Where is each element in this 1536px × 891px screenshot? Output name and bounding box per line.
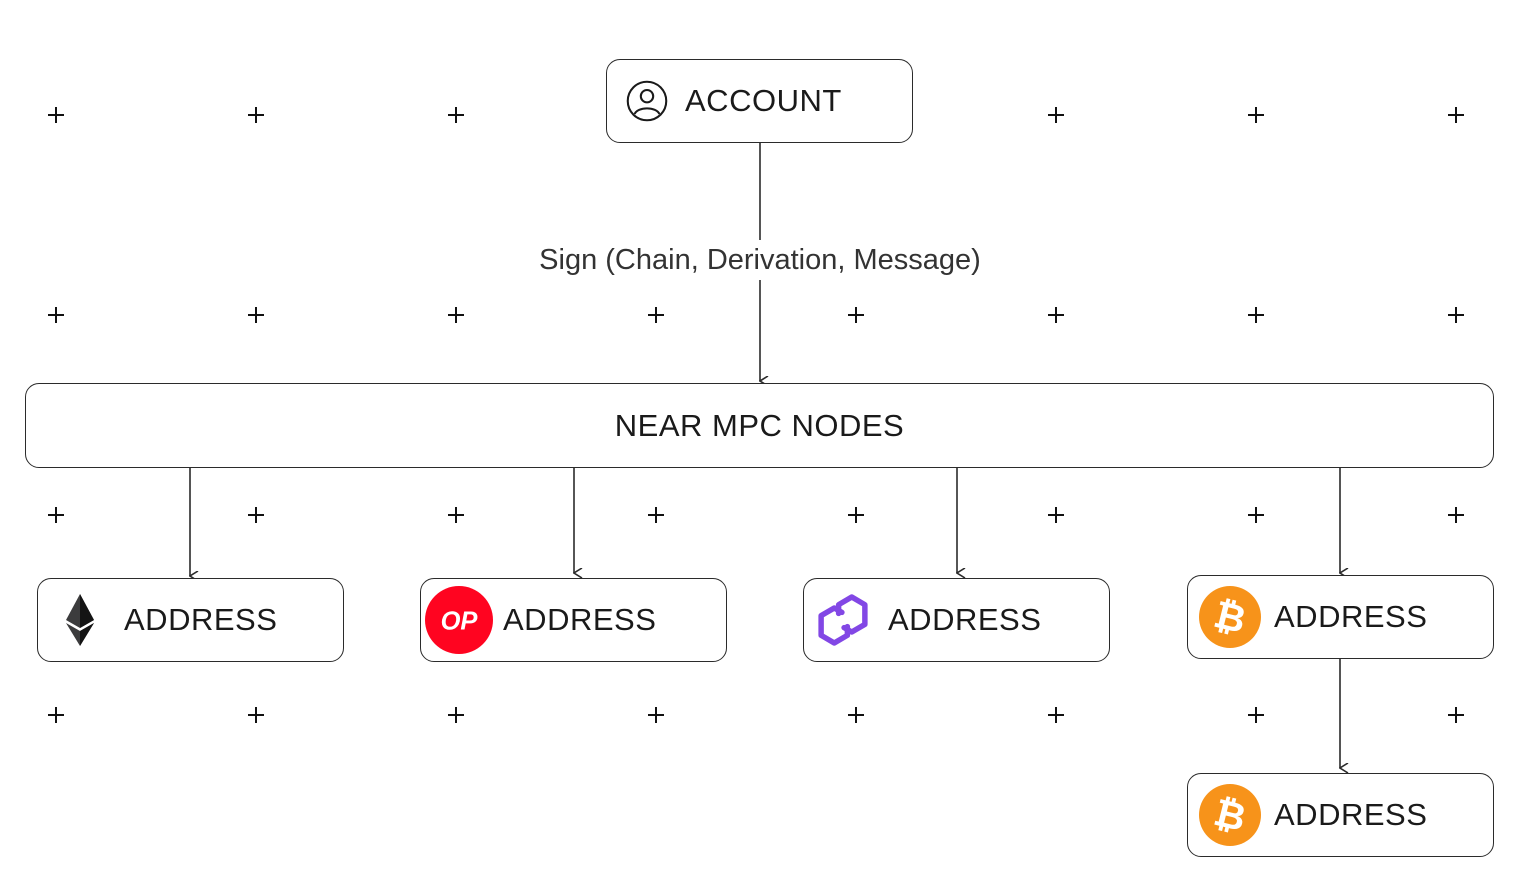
plus-mark: [1246, 505, 1266, 525]
address-label: ADDRESS: [1274, 797, 1428, 832]
plus-mark: [246, 505, 266, 525]
account-node: ACCOUNT: [606, 59, 913, 143]
plus-mark: [46, 105, 66, 125]
plus-mark: [1446, 505, 1466, 525]
plus-mark: [246, 105, 266, 125]
bitcoin-icon: ₿: [1199, 784, 1261, 846]
plus-mark: [446, 105, 466, 125]
plus-mark: [446, 305, 466, 325]
plus-mark: [1246, 705, 1266, 725]
account-label: ACCOUNT: [685, 83, 842, 118]
address-node-polygon: ADDRESS: [803, 578, 1110, 662]
address-node-bitcoin-derived: ₿ ADDRESS: [1187, 773, 1494, 857]
address-node-ethereum: ADDRESS: [37, 578, 344, 662]
address-node-bitcoin: ₿ ADDRESS: [1187, 575, 1494, 659]
optimism-icon: OP: [425, 586, 493, 654]
plus-mark: [1046, 505, 1066, 525]
plus-mark: [1246, 305, 1266, 325]
plus-mark: [46, 305, 66, 325]
plus-mark: [646, 305, 666, 325]
address-label: ADDRESS: [124, 602, 278, 637]
plus-mark: [446, 705, 466, 725]
plus-mark: [46, 705, 66, 725]
bitcoin-icon: ₿: [1199, 586, 1261, 648]
plus-mark: [646, 705, 666, 725]
plus-mark: [1446, 705, 1466, 725]
address-label: ADDRESS: [503, 602, 657, 637]
plus-mark: [46, 505, 66, 525]
plus-mark: [846, 505, 866, 525]
ethereum-icon: [66, 594, 94, 646]
plus-mark: [1446, 305, 1466, 325]
user-circle-icon: [626, 80, 668, 122]
plus-mark: [1046, 305, 1066, 325]
mpc-label: NEAR MPC NODES: [614, 407, 905, 443]
polygon-icon: [818, 594, 868, 646]
address-node-optimism: OP ADDRESS: [420, 578, 727, 662]
address-label: ADDRESS: [888, 602, 1042, 637]
plus-mark: [846, 305, 866, 325]
svg-text:OP: OP: [441, 608, 479, 636]
plus-mark: [846, 705, 866, 725]
edge-label-sign: Sign (Chain, Derivation, Message): [530, 240, 990, 280]
plus-mark: [646, 505, 666, 525]
plus-mark: [1446, 105, 1466, 125]
plus-mark: [446, 505, 466, 525]
address-label: ADDRESS: [1274, 599, 1428, 634]
plus-mark: [246, 705, 266, 725]
plus-mark: [1046, 105, 1066, 125]
plus-mark: [1246, 105, 1266, 125]
plus-mark: [1046, 705, 1066, 725]
mpc-nodes-node: NEAR MPC NODES: [25, 383, 1494, 468]
plus-mark: [246, 305, 266, 325]
